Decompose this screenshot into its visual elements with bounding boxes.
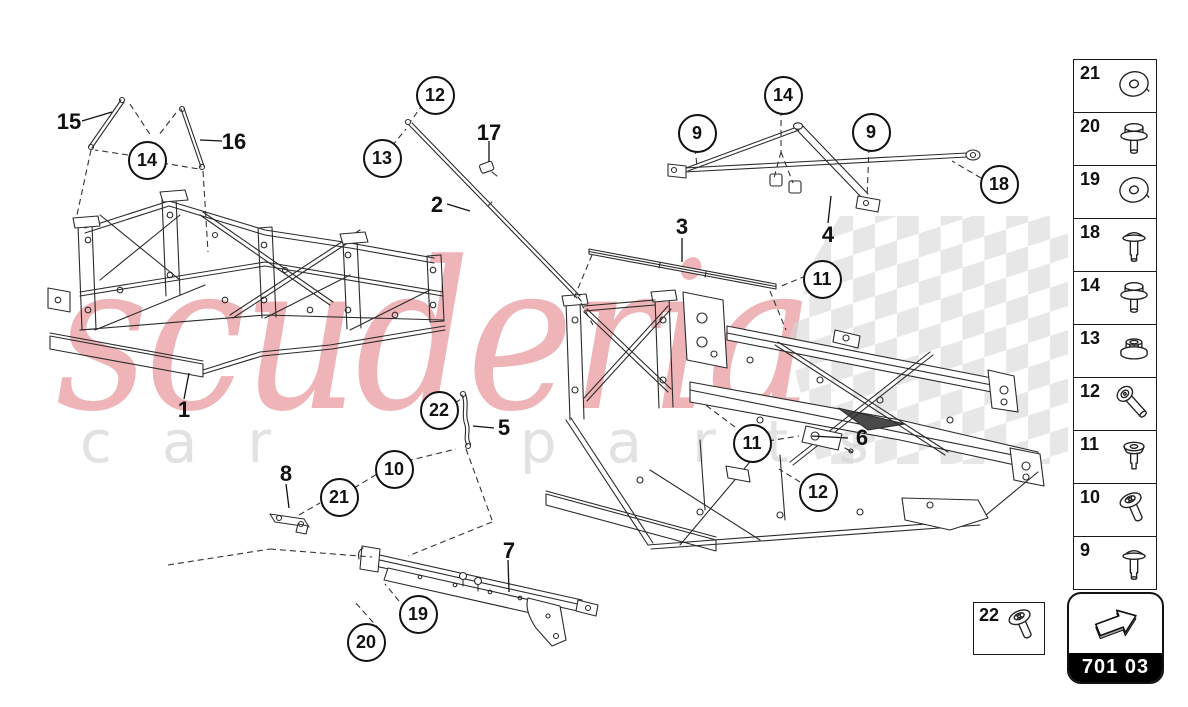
legend-row-21: 21 bbox=[1074, 60, 1156, 113]
legend-number: 13 bbox=[1080, 328, 1101, 348]
callout-circle-10: 10 bbox=[374, 449, 414, 489]
direction-arrow-icon bbox=[1069, 594, 1162, 653]
callout-label-4: 4 bbox=[821, 222, 835, 247]
callout-circle-14: 14 bbox=[127, 140, 167, 180]
callout-label-2: 2 bbox=[430, 192, 444, 217]
legend-number: 14 bbox=[1080, 275, 1101, 295]
callout-circle-22: 22 bbox=[419, 390, 459, 430]
legend-row-14: 14 bbox=[1074, 272, 1156, 325]
callout-circle-12: 12 bbox=[798, 472, 838, 512]
callout-circle-12: 12 bbox=[415, 75, 455, 115]
button-head-screw-icon bbox=[1113, 224, 1155, 271]
part-8-bracket bbox=[269, 513, 310, 535]
part-group-code: 701 03 bbox=[1069, 653, 1162, 682]
legend-row-19: 19 bbox=[1074, 166, 1156, 219]
leader-lines-dashed bbox=[76, 103, 982, 631]
flange-bolt-icon bbox=[1113, 118, 1155, 165]
legend-number: 11 bbox=[1080, 434, 1100, 454]
legend-number: 10 bbox=[1080, 487, 1101, 507]
callout-circle-9: 9 bbox=[677, 113, 717, 153]
part-16-rod bbox=[178, 105, 206, 171]
callout-circle-19: 19 bbox=[398, 594, 438, 634]
legend-number: 22 bbox=[979, 605, 1000, 625]
button-head-screw-icon bbox=[1113, 542, 1155, 589]
callout-circle-20: 20 bbox=[346, 622, 386, 662]
fastener-legend-sidebar: 21 20 19 18 14 13 12 11 bbox=[1073, 59, 1157, 590]
legend-number: 19 bbox=[1080, 169, 1101, 189]
torx-screw-angled-icon bbox=[1113, 489, 1155, 536]
legend-number: 12 bbox=[1080, 381, 1101, 401]
part-15-rod bbox=[87, 96, 126, 151]
washer-icon bbox=[1113, 65, 1155, 112]
legend-row-13: 13 bbox=[1074, 325, 1156, 378]
callout-circle-13: 13 bbox=[362, 138, 402, 178]
callout-label-17: 17 bbox=[476, 120, 502, 145]
callout-circle-11: 11 bbox=[802, 259, 842, 299]
part-7-cross-member bbox=[357, 545, 599, 647]
flange-nut-icon bbox=[1113, 330, 1155, 377]
legend-number: 9 bbox=[1080, 540, 1091, 560]
shoulder-bolt-icon bbox=[1113, 383, 1155, 430]
part-5-strip bbox=[459, 390, 472, 450]
legend-row-11: 11 bbox=[1074, 431, 1156, 484]
callout-circle-21: 21 bbox=[319, 477, 359, 517]
part-6-bracket bbox=[801, 425, 854, 454]
callout-label-15: 15 bbox=[56, 109, 82, 134]
front-frame-assembly bbox=[47, 189, 446, 378]
legend-number: 18 bbox=[1080, 222, 1101, 242]
washer-icon bbox=[1113, 171, 1155, 218]
callout-label-8: 8 bbox=[279, 461, 293, 486]
callout-circle-18: 18 bbox=[979, 164, 1019, 204]
legend-row-20: 20 bbox=[1074, 113, 1156, 166]
callout-circle-9: 9 bbox=[851, 112, 891, 152]
part-2-rod bbox=[404, 118, 582, 302]
torx-screw-icon bbox=[1113, 436, 1155, 483]
legend-row-9: 9 bbox=[1074, 537, 1156, 589]
callout-label-1: 1 bbox=[177, 397, 191, 422]
legend-row-18: 18 bbox=[1074, 219, 1156, 272]
callout-label-5: 5 bbox=[497, 415, 511, 440]
part-4-strut-brace bbox=[667, 122, 981, 213]
callout-label-16: 16 bbox=[221, 129, 247, 154]
legend-box-22: 22 bbox=[973, 602, 1045, 655]
legend-row-10: 10 bbox=[1074, 484, 1156, 537]
flange-bolt-icon bbox=[1113, 277, 1155, 324]
rear-frame-assembly bbox=[545, 289, 1045, 552]
callout-label-7: 7 bbox=[502, 538, 516, 563]
legend-number: 21 bbox=[1080, 63, 1101, 83]
callout-label-3: 3 bbox=[675, 214, 689, 239]
legend-row-12: 12 bbox=[1074, 378, 1156, 431]
leader-lines-solid bbox=[81, 111, 849, 593]
part-17-clip bbox=[479, 160, 498, 177]
torx-screw-angled-icon bbox=[1002, 606, 1044, 653]
part-group-code-box: 701 03 bbox=[1067, 592, 1164, 684]
legend-number: 20 bbox=[1080, 116, 1101, 136]
callout-circle-11: 11 bbox=[732, 423, 772, 463]
callout-circle-14: 14 bbox=[763, 75, 803, 115]
callout-label-6: 6 bbox=[855, 425, 869, 450]
part-3-strip bbox=[588, 248, 777, 290]
